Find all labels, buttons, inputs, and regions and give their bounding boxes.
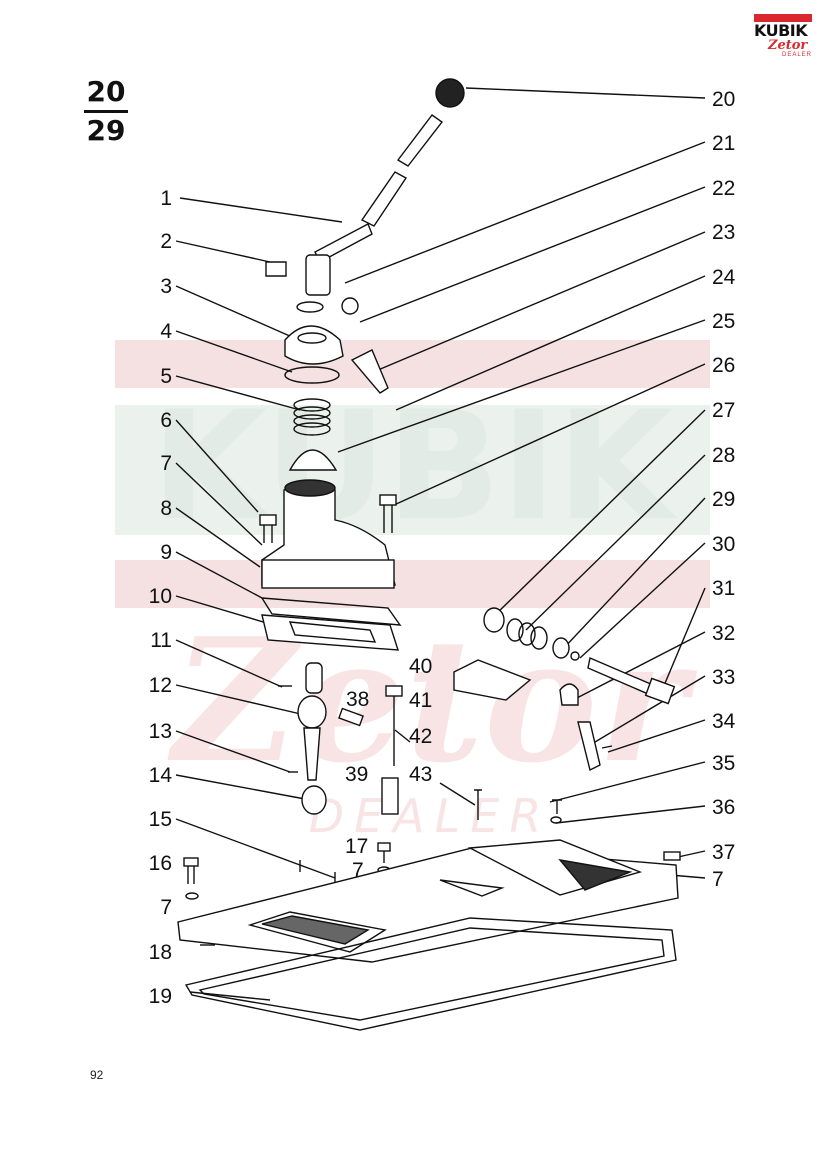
watermark: KUBIK Zetor DEALER [115,340,710,843]
callout-38: 38 [346,688,370,711]
callout-11: 11 [150,629,172,652]
callout-27: 27 [712,399,736,422]
callout-14: 14 [148,764,172,787]
callout-25: 25 [712,310,736,333]
callout-7d: 7 [352,859,364,882]
callout-17: 17 [345,835,369,858]
watermark-word: KUBIK [151,380,678,554]
callout-9: 9 [160,541,172,564]
callout-36: 36 [712,796,736,819]
page-identifier: 20 29 [84,78,128,147]
callout-34: 34 [712,710,736,733]
drawing [175,78,706,1031]
callout-35: 35 [712,752,736,775]
page-denominator: 29 [86,114,126,147]
callout-2: 2 [160,230,172,253]
callout-23: 23 [712,221,736,244]
callout-7b: 7 [160,896,172,919]
callout-21: 21 [712,132,736,155]
logo-brand: Zetor [768,38,808,53]
callout-7a: 7 [160,452,172,475]
callout-30: 30 [712,533,736,556]
callout-6: 6 [160,409,172,432]
callout-4: 4 [160,320,172,343]
page-number: 92 [90,1068,104,1082]
callout-5: 5 [160,365,172,388]
callout-19: 19 [148,985,172,1008]
callout-10: 10 [148,585,172,608]
callout-26: 26 [712,354,736,377]
callout-24: 24 [712,266,736,289]
callout-39: 39 [345,763,369,786]
watermark-dealer: DEALER [309,789,552,843]
callout-7c: 7 [712,868,724,891]
callout-28: 28 [712,444,736,467]
callout-31: 31 [712,577,736,600]
callout-37: 37 [712,841,736,864]
kubik-logo: KUBIK Zetor DEALER [754,14,812,60]
callout-41: 41 [409,689,433,712]
callout-22: 22 [712,177,736,200]
callout-13: 13 [148,720,172,743]
callout-12: 12 [148,674,172,697]
page-numerator: 20 [86,75,126,108]
logo-bar [754,14,812,22]
callout-33: 33 [712,666,736,689]
callout-29: 29 [712,488,736,511]
callout-32: 32 [712,622,736,645]
callout-3: 3 [160,275,172,298]
callout-8: 8 [160,497,172,520]
callout-20: 20 [712,88,736,111]
callout-43: 43 [409,763,433,786]
logo-name: KUBIK [754,21,808,40]
callout-40: 40 [409,655,433,678]
logo-dealer: DEALER [782,52,813,58]
callout-16: 16 [148,852,172,875]
callout-42: 42 [409,725,433,748]
callout-15: 15 [148,808,172,831]
watermark-brand: Zetor [167,601,697,801]
callout-18: 18 [148,941,172,964]
fraction-bar [84,110,128,113]
callout-1: 1 [160,187,172,210]
